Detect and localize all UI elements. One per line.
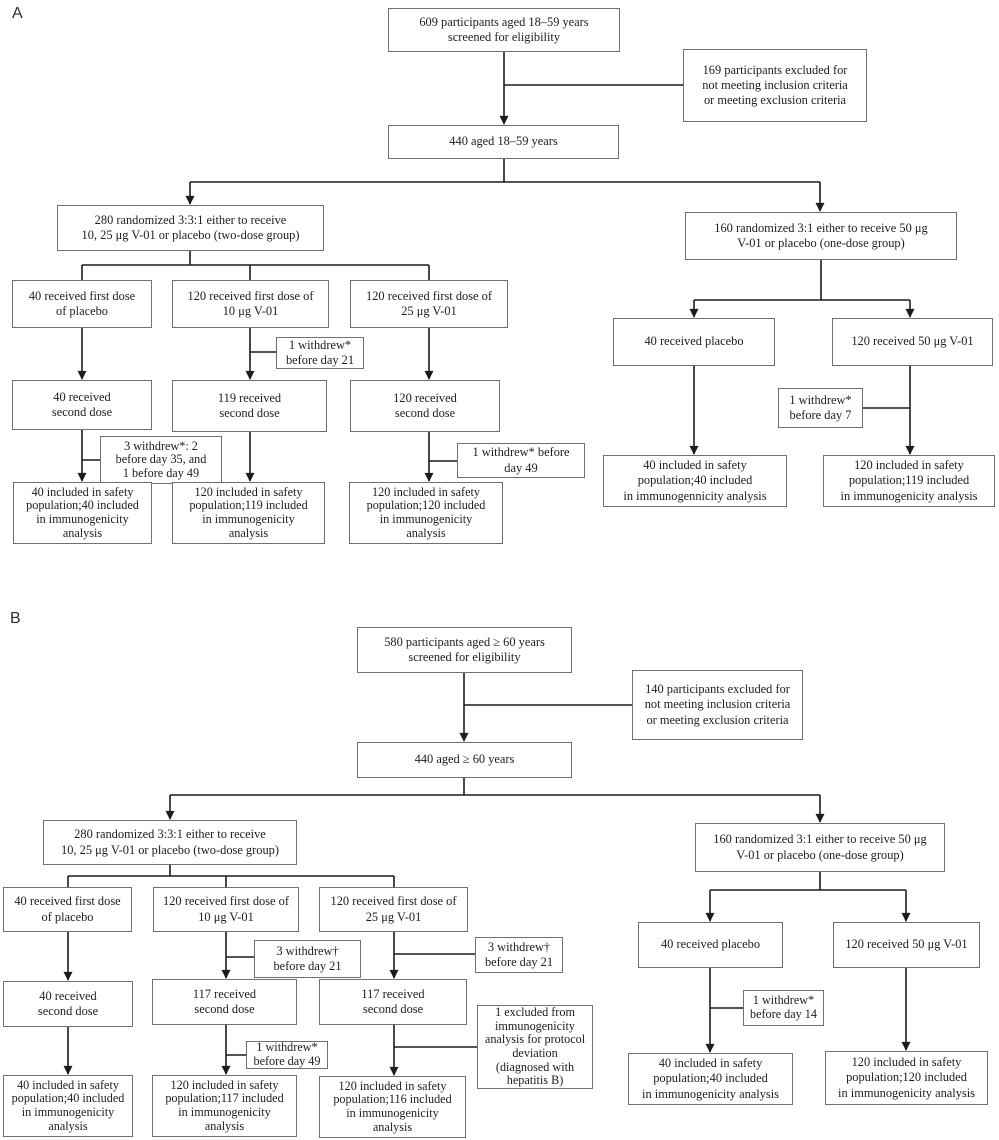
node-a-withdrew-day49: 1 withdrew* before day 49 xyxy=(457,443,585,478)
node-b-hepatitis-excluded: 1 excluded from immunogenicity analysis … xyxy=(477,1005,593,1089)
node-b-eligible: 440 aged ≥ 60 years xyxy=(357,742,572,778)
node-b-first-dose-25ug: 120 received first dose of 25 μg V-01 xyxy=(319,887,468,932)
node-b-safety-25ug: 120 included in safety population;116 in… xyxy=(319,1076,466,1138)
node-a-first-dose-10ug: 120 received first dose of 10 μg V-01 xyxy=(172,280,329,328)
node-a-safety-25ug: 120 included in safety population;120 in… xyxy=(349,482,503,544)
node-a-one-dose-safety-50ug: 120 included in safety population;119 in… xyxy=(823,455,995,507)
node-a-safety-10ug: 120 included in safety population;119 in… xyxy=(172,482,325,544)
node-a-randomized-two-dose: 280 randomized 3:3:1 either to receive 1… xyxy=(57,205,324,251)
node-a-screened: 609 participants aged 18–59 years screen… xyxy=(388,8,620,52)
node-b-safety-placebo: 40 included in safety population;40 incl… xyxy=(3,1075,133,1137)
node-a-first-dose-placebo: 40 received first dose of placebo xyxy=(12,280,152,328)
node-b-withdrew-day21-25ug: 3 withdrew† before day 21 xyxy=(475,937,563,973)
node-b-one-dose-placebo: 40 received placebo xyxy=(638,922,783,968)
node-a-withdrew-day35-49: 3 withdrew*: 2 before day 35, and 1 befo… xyxy=(100,436,222,484)
node-a-excluded: 169 participants excluded for not meetin… xyxy=(683,49,867,122)
node-b-one-dose-safety-50ug: 120 included in safety population;120 in… xyxy=(825,1051,988,1105)
node-b-one-dose-50ug: 120 received 50 μg V-01 xyxy=(833,922,980,968)
node-b-withdrew-day21-10ug: 3 withdrew† before day 21 xyxy=(254,940,361,978)
node-a-withdrew-day7: 1 withdrew* before day 7 xyxy=(778,388,863,428)
node-a-withdrew-day21: 1 withdrew* before day 21 xyxy=(276,337,364,369)
node-a-second-dose-10ug: 119 received second dose xyxy=(172,380,327,432)
node-b-randomized-two-dose: 280 randomized 3:3:1 either to receive 1… xyxy=(43,820,297,865)
node-a-randomized-one-dose: 160 randomized 3:1 either to receive 50 … xyxy=(685,212,957,260)
node-b-excluded: 140 participants excluded for not meetin… xyxy=(632,670,803,740)
node-b-first-dose-10ug: 120 received first dose of 10 μg V-01 xyxy=(153,887,299,932)
node-b-first-dose-placebo: 40 received first dose of placebo xyxy=(3,887,132,932)
node-b-safety-10ug: 120 included in safety population;117 in… xyxy=(152,1075,297,1137)
node-b-second-dose-25ug: 117 received second dose xyxy=(319,979,467,1025)
node-b-withdrew-day49: 1 withdrew* before day 49 xyxy=(246,1041,328,1069)
node-a-first-dose-25ug: 120 received first dose of 25 μg V-01 xyxy=(350,280,508,328)
node-b-randomized-one-dose: 160 randomized 3:1 either to receive 50 … xyxy=(695,823,945,872)
node-a-safety-placebo: 40 included in safety population;40 incl… xyxy=(13,482,152,544)
node-a-second-dose-25ug: 120 received second dose xyxy=(350,380,500,432)
panel-a-label: A xyxy=(12,5,23,22)
node-b-second-dose-placebo: 40 received second dose xyxy=(3,981,133,1027)
node-b-withdrew-day14: 1 withdrew* before day 14 xyxy=(743,990,824,1026)
node-b-screened: 580 participants aged ≥ 60 years screene… xyxy=(357,627,572,673)
node-a-one-dose-50ug: 120 received 50 μg V-01 xyxy=(832,318,993,366)
node-a-eligible: 440 aged 18–59 years xyxy=(388,125,619,159)
node-a-one-dose-safety-placebo: 40 included in safety population;40 incl… xyxy=(603,455,787,507)
node-a-one-dose-placebo: 40 received placebo xyxy=(613,318,775,366)
panel-b-label: B xyxy=(10,610,21,627)
node-a-second-dose-placebo: 40 received second dose xyxy=(12,380,152,430)
node-b-second-dose-10ug: 117 received second dose xyxy=(152,979,297,1025)
node-b-one-dose-safety-placebo: 40 included in safety population;40 incl… xyxy=(628,1053,793,1105)
